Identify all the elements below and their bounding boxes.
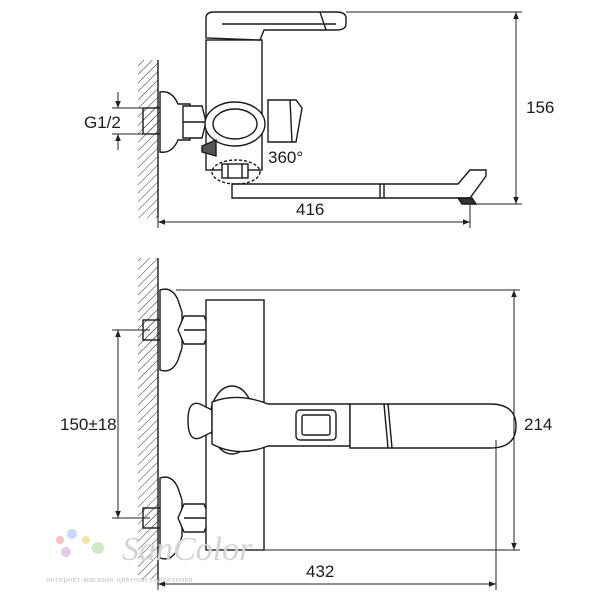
watermark-dot [92, 542, 104, 554]
watermark: SanColor интернет-магазин цветной сантех… [46, 529, 253, 584]
watermark-dot [56, 536, 64, 544]
spout-length-label: 416 [296, 200, 324, 219]
watermark-tagline: интернет-магазин цветной сантехники [46, 575, 193, 584]
lever-handle-top [205, 11, 347, 41]
watermark-dot [61, 547, 71, 557]
watermark-dot [67, 529, 77, 539]
height-top-label: 156 [526, 98, 554, 117]
watermark-dot [82, 536, 90, 544]
top-dimensions [112, 11, 522, 228]
front-view [138, 258, 517, 580]
total-length-label: 432 [306, 562, 334, 581]
front-dimensions [112, 289, 520, 590]
wall-hatching-top [138, 60, 158, 218]
height-front-label: 214 [524, 415, 552, 434]
spout-top [231, 169, 487, 199]
thread-label: G1/2 [84, 113, 121, 132]
rotation-label: 360° [268, 148, 303, 167]
top-view [138, 11, 487, 218]
centers-label: 150±18 [60, 415, 117, 434]
watermark-brand: SanColor [122, 531, 253, 568]
